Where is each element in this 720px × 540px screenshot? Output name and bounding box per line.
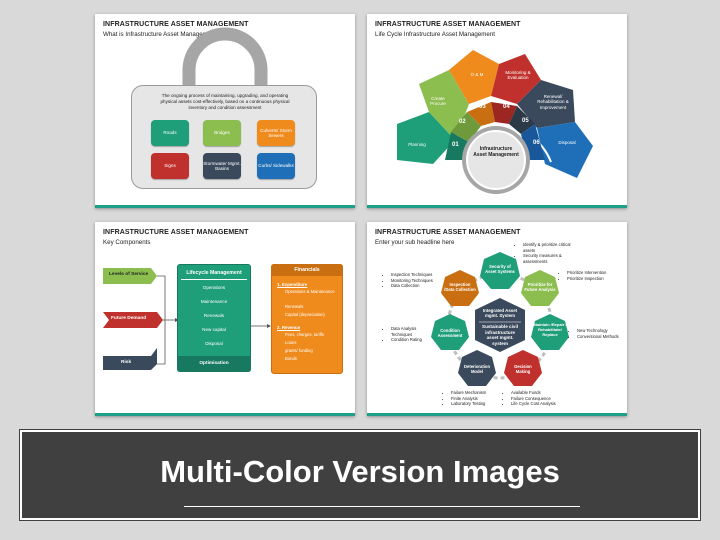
asset-system-cycle-diagram bbox=[431, 252, 569, 386]
slide-thumbnail-2[interactable]: INFRASTRUCTURE ASSET MANAGEMENT Life Cyc… bbox=[367, 14, 627, 208]
lifecycle-wheel-diagram bbox=[397, 50, 593, 194]
slide-title: INFRASTRUCTURE ASSET MANAGEMENT bbox=[103, 229, 249, 236]
notes-left-1: Data Analysis Techniques Condition Ratin… bbox=[385, 326, 431, 343]
slide-thumbnail-1[interactable]: INFRASTRUCTURE ASSET MANAGEMENT What is … bbox=[95, 14, 355, 208]
node-decision bbox=[504, 350, 542, 386]
divider bbox=[181, 279, 247, 280]
center-bottom-label: Sustainable civil infrastructure asset m… bbox=[482, 324, 518, 346]
lifecycle-management-box bbox=[177, 264, 251, 372]
footer-banner: Multi-Color Version Images bbox=[19, 429, 701, 521]
notes-bottom-right: Available Funds Failure Consequence Life… bbox=[505, 390, 567, 407]
node-condition bbox=[431, 314, 469, 350]
center-top-label: Integrated Asset mgmt. System bbox=[482, 308, 518, 319]
segment-number-02: 02 bbox=[459, 119, 466, 125]
slide-subtitle: Key Components bbox=[103, 239, 151, 246]
tile-signs: Signs bbox=[151, 153, 189, 179]
slide-title: INFRASTRUCTURE ASSET MANAGEMENT bbox=[375, 229, 521, 236]
center-hexagon bbox=[475, 298, 525, 352]
node-label-security: Security of Asset Systems bbox=[485, 264, 515, 275]
banner-title: Multi-Color Version Images bbox=[160, 454, 560, 489]
segment-label-monitoring: Monitoring & Evaluation bbox=[505, 70, 531, 81]
node-label-prioritize: Prioritize for Future Analysis bbox=[524, 282, 556, 293]
revenue-item: Bonds bbox=[285, 356, 297, 361]
component-levels-of-service: Levels of Service bbox=[109, 272, 149, 277]
expenditure-item: Operations & Maintenance bbox=[285, 289, 335, 294]
notes-top-right: Identify & prioritize critical assets Se… bbox=[517, 242, 573, 265]
expenditure-title: 1. Expenditure bbox=[277, 282, 308, 287]
slide-thumbnail-3[interactable]: INFRASTRUCTURE ASSET MANAGEMENT Key Comp… bbox=[95, 222, 355, 416]
tile-stormwater: Stormwater Mgmt. Basins bbox=[203, 153, 241, 179]
notes-right-1: Prioritize Intervention Prioritize Inspe… bbox=[561, 270, 625, 281]
segment-label-om: O & M bbox=[470, 72, 484, 77]
notes-bottom-left: Failure Mechanism Finite Analysis Labora… bbox=[445, 390, 501, 407]
financials-header: Financials bbox=[294, 267, 320, 273]
segment-number-03: 03 bbox=[479, 104, 486, 110]
expenditure-item: Capital (depreciation) bbox=[285, 312, 325, 317]
segment-planning bbox=[397, 112, 455, 164]
segment-number-04: 04 bbox=[503, 104, 510, 110]
slide-title: INFRASTRUCTURE ASSET MANAGEMENT bbox=[103, 21, 249, 28]
lifecycle-header: Lifecycle Management bbox=[186, 270, 242, 276]
node-label-inspection: Inspection /Data Collection bbox=[444, 282, 476, 293]
node-security bbox=[480, 252, 520, 289]
tile-roads: Roads bbox=[151, 120, 189, 146]
segment-monitoring bbox=[491, 54, 541, 104]
segment-om bbox=[449, 50, 499, 104]
component-risk: Risk bbox=[121, 360, 132, 365]
tile-curbs: Curbs/ Sidewalks bbox=[257, 153, 295, 179]
segment-label-disposal: Disposal bbox=[558, 140, 576, 145]
segment-number-05: 05 bbox=[522, 118, 529, 124]
banner-underline bbox=[184, 506, 580, 507]
segment-label-planning: Planning bbox=[408, 142, 426, 147]
segment-label-create: Create Procure bbox=[430, 96, 446, 107]
segment-renewal bbox=[517, 80, 575, 128]
node-label-maintain: Maintain /Repair / Rehabilitate/ Replace bbox=[533, 322, 567, 337]
revenue-item: Fees, charges, tariffs bbox=[285, 332, 325, 337]
node-inspection bbox=[441, 270, 479, 306]
center-label: Infrastructure Asset Management bbox=[473, 146, 519, 159]
lifecycle-footer-label: Optimisation bbox=[199, 361, 229, 366]
slide-thumbnail-4[interactable]: INFRASTRUCTURE ASSET MANAGEMENT Enter yo… bbox=[367, 222, 627, 416]
component-future-demand: Future Demand bbox=[111, 316, 147, 321]
tile-culverts: Culverts/ Storm Sewers bbox=[257, 120, 295, 146]
segment-label-renewal: Renewal/ Rehabilitation & Improvement bbox=[537, 94, 569, 110]
node-maintain bbox=[531, 314, 569, 350]
slide-subtitle: Enter your sub headline here bbox=[375, 239, 455, 246]
notes-right-2: New Technology Conventional Methods bbox=[571, 328, 623, 339]
node-label-condition: Condition Assessment bbox=[437, 328, 463, 339]
notes-left-2: Inspection Techniques Monitoring Techniq… bbox=[385, 272, 443, 289]
expenditure-item: Renewals bbox=[285, 304, 304, 309]
slide-title: INFRASTRUCTURE ASSET MANAGEMENT bbox=[375, 21, 521, 28]
segment-disposal bbox=[537, 122, 593, 178]
revenue-title: 2. Revenue bbox=[277, 325, 301, 330]
lifecycle-item: Maintenance bbox=[200, 299, 228, 304]
revenue-item: Loans bbox=[285, 340, 297, 345]
tile-bridges: Bridges bbox=[203, 120, 241, 146]
node-prioritize bbox=[521, 270, 559, 306]
slide-subtitle: What is Infrastructure Asset Management? bbox=[103, 31, 220, 38]
briefcase-handle-icon bbox=[182, 27, 268, 89]
slide-subtitle: Life Cycle Infrastructure Asset Manageme… bbox=[375, 31, 496, 38]
node-label-decision: Decision Making bbox=[514, 364, 532, 375]
revenue-item: grants/ funding bbox=[285, 348, 313, 353]
financials-header-bg bbox=[271, 264, 343, 276]
financials-box bbox=[271, 264, 343, 374]
lifecycle-footer bbox=[177, 356, 251, 372]
connector-lines bbox=[103, 268, 271, 370]
lifecycle-item: Disposal bbox=[205, 341, 223, 346]
lifecycle-item: New capital bbox=[202, 327, 226, 332]
segment-number-01: 01 bbox=[452, 142, 459, 148]
segment-number-06: 06 bbox=[533, 140, 540, 146]
description-text: The ongoing process of maintaining, upgr… bbox=[160, 93, 290, 111]
segment-create-procure bbox=[419, 70, 469, 140]
node-deterioration bbox=[458, 350, 496, 386]
lifecycle-item: Renewals bbox=[203, 313, 225, 318]
node-label-deterioration: Deterioration Model bbox=[463, 364, 491, 375]
lifecycle-item: Operations bbox=[202, 285, 226, 290]
